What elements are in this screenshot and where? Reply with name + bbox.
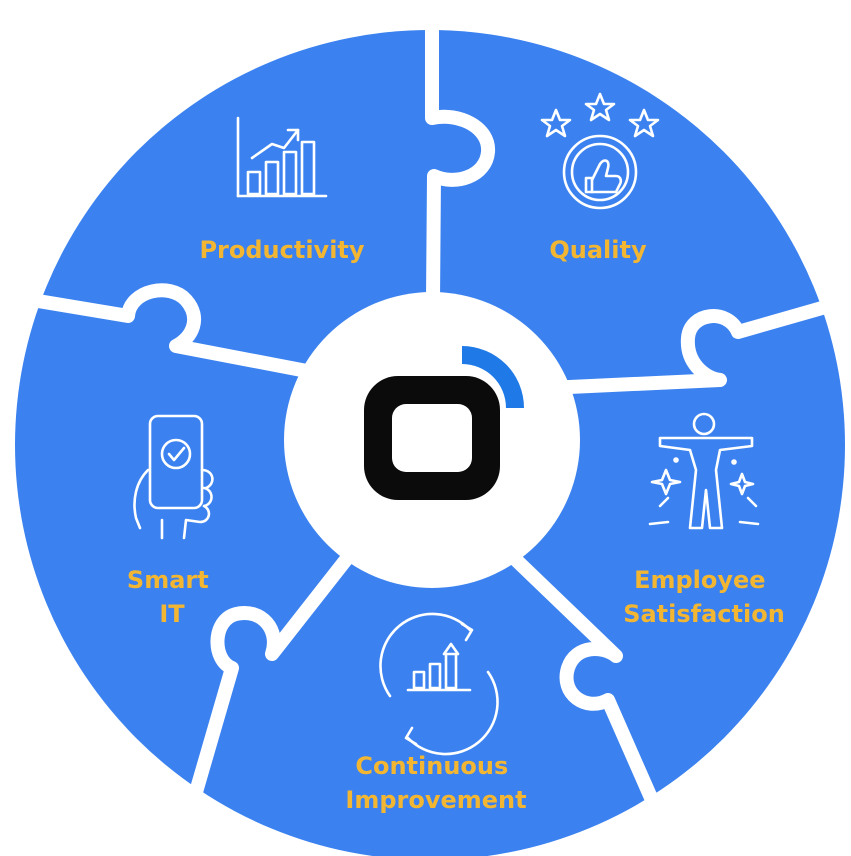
label-quality: Quality <box>549 236 647 264</box>
label-continuous-improvement: Continuous Improvement <box>345 752 526 814</box>
label-employee-satisfaction: Employee Satisfaction <box>623 566 785 628</box>
segment-separators <box>13 21 843 807</box>
brand-logo-icon <box>364 346 524 500</box>
label-productivity: Productivity <box>199 236 364 264</box>
label-smart-it: Smart IT <box>127 566 217 628</box>
cycle-chart-icon <box>379 612 499 756</box>
celebrating-person-icon <box>648 412 760 530</box>
smartphone-check-icon <box>133 414 214 540</box>
thumbs-up-stars-icon <box>540 92 660 210</box>
bar-chart-growth-icon <box>236 116 328 198</box>
